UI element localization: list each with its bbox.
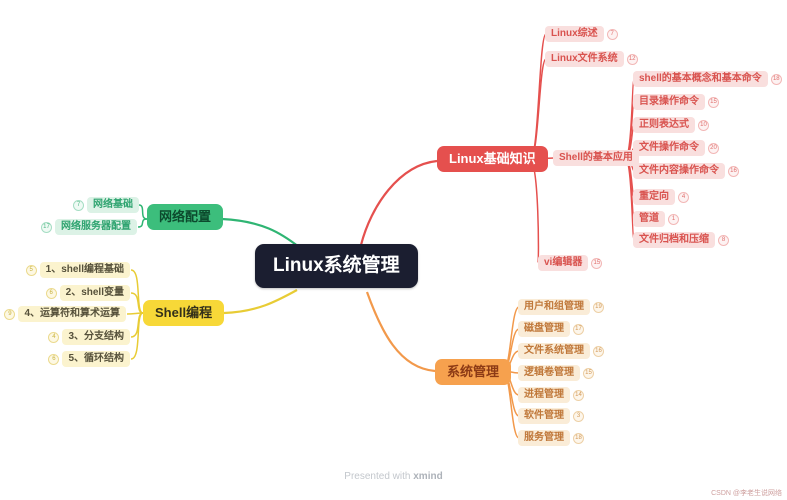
topic-service-mgmt[interactable]: 服务管理 18 xyxy=(518,430,584,446)
topic-label: 进程管理 xyxy=(518,387,570,403)
footer-presented-text: Presented with xyxy=(344,471,411,482)
link-central-system xyxy=(365,291,436,373)
topic-regex[interactable]: 正则表达式 10 xyxy=(633,117,709,133)
topic-directory-commands[interactable]: 目录操作命令 15 xyxy=(633,94,719,110)
topic-shell-basic-application[interactable]: Shell的基本应用 xyxy=(553,150,639,166)
topic-badge: 14 xyxy=(573,389,584,401)
topic-label: 服务管理 xyxy=(518,430,570,446)
topic-label: 网络服务器配置 xyxy=(55,219,137,235)
topic-logical-volume-mgmt[interactable]: 逻辑卷管理 15 xyxy=(518,365,594,381)
topic-file-commands[interactable]: 文件操作命令 20 xyxy=(633,140,719,156)
topic-label: 网络配置 xyxy=(147,204,224,230)
topic-badge: 4 xyxy=(678,191,689,203)
topic-label: 正则表达式 xyxy=(633,117,695,133)
topic-badge: 8 xyxy=(718,234,729,246)
topic-label: Linux基础知识 xyxy=(437,146,548,172)
topic-badge: 10 xyxy=(698,119,709,131)
topic-label: 文件内容操作命令 xyxy=(633,163,725,179)
topic-software-mgmt[interactable]: 软件管理 3 xyxy=(518,408,584,424)
network-sub-links xyxy=(137,204,148,228)
link-central-shell xyxy=(223,289,298,315)
watermark: CSDN @李老生说网络 xyxy=(711,490,782,497)
topic-badge: 17 xyxy=(573,323,584,335)
topic-badge: 7 xyxy=(606,28,618,40)
topic-label: 2、shell变量 xyxy=(59,285,130,301)
topic-badge: 15 xyxy=(583,367,594,379)
topic-shell-variables[interactable]: 6 2、shell变量 xyxy=(45,285,130,301)
xmind-brand: xmind xyxy=(413,471,443,482)
topic-redirection[interactable]: 重定向 4 xyxy=(633,189,689,205)
topic-badge: 6 xyxy=(48,353,60,365)
topic-label: 重定向 xyxy=(633,189,675,205)
topic-badge: 5 xyxy=(25,264,37,276)
topic-network-basics[interactable]: 7 网络基础 xyxy=(73,197,139,213)
topic-label: 1、shell编程基础 xyxy=(39,262,130,278)
topic-label: 3、分支结构 xyxy=(62,329,130,345)
topic-vi-editor[interactable]: vi编辑器 15 xyxy=(538,255,603,271)
topic-badge: 19 xyxy=(593,301,604,313)
topic-label: Linux文件系统 xyxy=(545,51,624,67)
topic-branch-structure[interactable]: 4 3、分支结构 xyxy=(48,329,130,345)
topic-system-management[interactable]: 系统管理 xyxy=(435,359,512,385)
topic-pipe[interactable]: 管道 1 xyxy=(633,211,679,227)
topic-badge: 7 xyxy=(73,199,84,211)
topic-operators-arithmetic[interactable]: 9 4、运算符和算术运算 xyxy=(4,306,126,322)
topic-label: 管道 xyxy=(633,211,665,227)
footer-credit: Presented with xmind xyxy=(0,471,787,482)
topic-badge: 9 xyxy=(4,308,16,320)
topic-label: Linux综述 xyxy=(545,26,604,42)
topic-shell-concepts-commands[interactable]: shell的基本概念和基本命令 18 xyxy=(633,71,782,87)
topic-label: 系统管理 xyxy=(435,359,512,385)
topic-network-server-config[interactable]: 17 网络服务器配置 xyxy=(41,219,137,235)
topic-network-config[interactable]: 网络配置 xyxy=(147,204,224,230)
topic-linux-filesystem[interactable]: Linux文件系统 12 xyxy=(545,51,638,67)
topic-label: Shell的基本应用 xyxy=(553,150,639,166)
topic-label: vi编辑器 xyxy=(538,255,589,271)
topic-shell-basics[interactable]: 5 1、shell编程基础 xyxy=(25,262,130,278)
topic-user-group-mgmt[interactable]: 用户和组管理 19 xyxy=(518,299,604,315)
topic-badge: 3 xyxy=(573,410,584,422)
topic-badge: 17 xyxy=(41,221,52,233)
link-central-basics xyxy=(359,159,438,246)
topic-label: 5、循环结构 xyxy=(62,351,130,367)
topic-label: shell的基本概念和基本命令 xyxy=(633,71,768,87)
topic-label: 磁盘管理 xyxy=(518,321,570,337)
link-central-network xyxy=(221,217,300,248)
topic-badge: 15 xyxy=(708,96,719,108)
topic-label: 软件管理 xyxy=(518,408,570,424)
topic-badge: 20 xyxy=(708,142,719,154)
topic-badge: 4 xyxy=(48,331,60,343)
central-topic[interactable]: Linux系统管理 xyxy=(255,244,418,288)
shell-sub-links xyxy=(126,269,144,360)
topic-label: 网络基础 xyxy=(87,197,139,213)
topic-label: Shell编程 xyxy=(143,300,225,326)
topic-badge: 1 xyxy=(668,213,679,225)
topic-badge: 12 xyxy=(626,53,638,65)
topic-file-content-commands[interactable]: 文件内容操作命令 16 xyxy=(633,163,739,179)
topic-badge: 15 xyxy=(591,257,603,269)
topic-badge: 16 xyxy=(593,345,604,357)
topic-label: 逻辑卷管理 xyxy=(518,365,580,381)
topic-archive-compress[interactable]: 文件归档和压缩 8 xyxy=(633,232,729,248)
topic-badge: 18 xyxy=(770,73,782,85)
topic-label: 文件操作命令 xyxy=(633,140,705,156)
topic-label: 文件归档和压缩 xyxy=(633,232,715,248)
topic-label: 目录操作命令 xyxy=(633,94,705,110)
topic-process-mgmt[interactable]: 进程管理 14 xyxy=(518,387,584,403)
topic-badge: 6 xyxy=(45,287,57,299)
topic-loop-structure[interactable]: 6 5、循环结构 xyxy=(48,351,130,367)
topic-disk-mgmt[interactable]: 磁盘管理 17 xyxy=(518,321,584,337)
topic-label: 4、运算符和算术运算 xyxy=(18,306,126,322)
topic-filesystem-mgmt[interactable]: 文件系统管理 16 xyxy=(518,343,604,359)
topic-linux-basics[interactable]: Linux基础知识 xyxy=(437,146,548,172)
topic-label: 用户和组管理 xyxy=(518,299,590,315)
topic-badge: 16 xyxy=(728,165,739,177)
topic-shell-programming[interactable]: Shell编程 xyxy=(143,300,225,326)
topic-badge: 18 xyxy=(573,432,584,444)
topic-linux-overview[interactable]: Linux综述 7 xyxy=(545,26,618,42)
topic-label: 文件系统管理 xyxy=(518,343,590,359)
